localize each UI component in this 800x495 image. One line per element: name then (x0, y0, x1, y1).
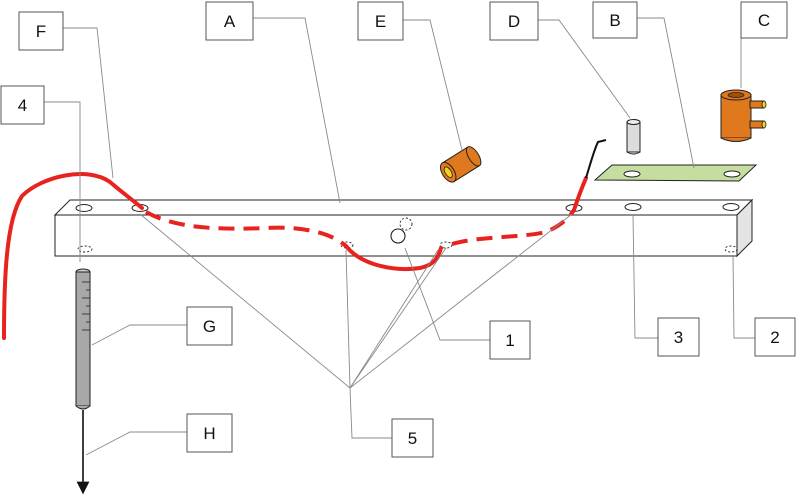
plate-hole (723, 170, 741, 178)
leader-D (538, 19, 631, 119)
leader-G (91, 324, 187, 346)
leader-1 (404, 247, 490, 341)
leader-5-ray (349, 249, 439, 389)
label-1: 1 (489, 320, 531, 360)
leader-2 (732, 254, 755, 339)
label-H: H (186, 413, 233, 453)
wire-lead (585, 139, 607, 179)
top-hole (624, 203, 642, 211)
label-C-text: C (758, 11, 770, 30)
probe-scale (82, 281, 90, 331)
roller-back (465, 146, 482, 167)
leader-4 (44, 101, 81, 262)
port-end (761, 100, 767, 109)
label-G-text: G (203, 317, 216, 336)
label-2: 2 (754, 317, 796, 357)
leader-E (403, 19, 463, 151)
leader-F (63, 27, 114, 179)
label-F-text: F (36, 22, 46, 41)
top-hole (75, 204, 93, 212)
label-C: C (740, 1, 788, 39)
label-H-text: H (203, 424, 215, 443)
label-F: F (18, 11, 64, 51)
label-4-text: 4 (18, 96, 27, 115)
roller-hole (443, 166, 453, 178)
copper-block (720, 89, 767, 142)
leader-5-ray (345, 249, 351, 389)
label-E: E (357, 1, 404, 41)
bar-end-face (736, 198, 753, 258)
label-B-text: B (609, 11, 620, 30)
leader-A (253, 17, 341, 204)
bottom-hole (724, 245, 738, 253)
wire-solid-loop (344, 244, 443, 271)
main-bar (53, 198, 754, 258)
label-3-text: 3 (674, 328, 683, 347)
leader-5-ray (139, 213, 351, 389)
leader-3 (632, 214, 658, 339)
bottom-hole (77, 245, 93, 253)
leader-lines (44, 17, 755, 456)
label-3: 3 (657, 317, 700, 357)
pin-body (626, 121, 641, 153)
top-hole (722, 203, 740, 211)
label-A: A (205, 1, 254, 41)
leader-5-ray (349, 213, 573, 389)
block-body (720, 94, 752, 139)
label-D-text: D (508, 12, 520, 31)
block-top-hole (727, 92, 745, 98)
label-E-text: E (375, 12, 386, 31)
wire-solid-right (572, 176, 588, 212)
green-plate (593, 164, 758, 182)
pin-bottom (626, 151, 641, 155)
label-4: 4 (0, 85, 45, 125)
label-5-text: 5 (408, 429, 417, 448)
bottom-hole (439, 241, 453, 249)
leader-5-ray (349, 247, 447, 389)
label-B: B (592, 1, 638, 39)
label-A-text: A (224, 12, 236, 31)
leader-B (637, 17, 695, 169)
side-port (390, 228, 406, 244)
label-G: G (186, 306, 233, 346)
small-pin (626, 119, 641, 155)
label-5: 5 (391, 418, 434, 458)
label-1-text: 1 (505, 331, 514, 350)
side-port-hidden (399, 217, 413, 231)
plate-hole (623, 170, 641, 178)
port-end (761, 120, 767, 129)
label-2-text: 2 (770, 328, 779, 347)
leader-H (85, 431, 187, 456)
probe-tip (75, 405, 91, 410)
heater-wire (2, 139, 607, 340)
pin-top (626, 119, 641, 125)
probe-body (75, 271, 91, 407)
probe-assembly (75, 268, 91, 495)
leader-5 (349, 387, 392, 439)
label-D: D (489, 1, 539, 41)
wire-dashed-left (145, 210, 348, 248)
wire-solid-left (2, 172, 144, 340)
copper-roller (439, 146, 482, 183)
bar-top-face (53, 199, 754, 216)
block-bottom (720, 137, 752, 142)
